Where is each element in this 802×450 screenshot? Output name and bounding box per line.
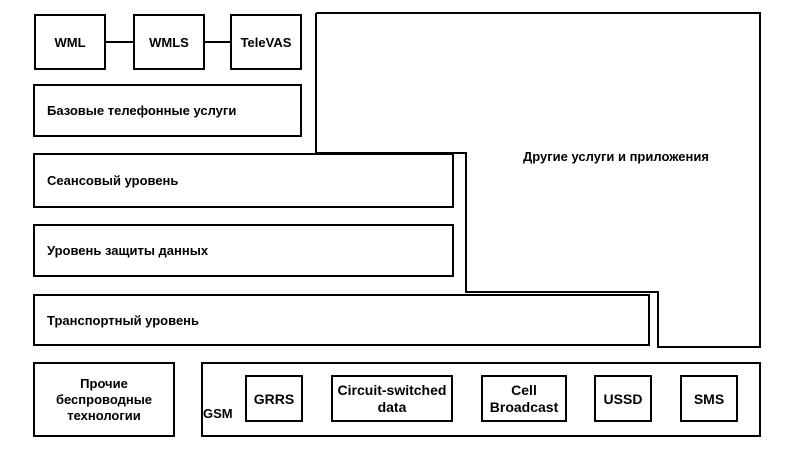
other-wireless-line2: беспроводные: [55, 391, 153, 407]
session-layer-label: Сеансовый уровень: [47, 173, 179, 188]
transport-layer-box: Транспортный уровень: [33, 294, 650, 346]
security-layer-label: Уровень защиты данных: [47, 243, 209, 258]
circuit-switched-line2: data: [377, 398, 407, 415]
cell-broadcast-line2: Broadcast: [489, 398, 559, 415]
circuit-switched-data-box: Circuit-switched data: [331, 375, 453, 422]
session-layer-box: Сеансовый уровень: [33, 153, 454, 208]
televas-label: TeleVAS: [240, 34, 292, 50]
wmls-box: WMLS: [133, 14, 205, 70]
sms-box: SMS: [680, 375, 738, 422]
transport-layer-label: Транспортный уровень: [47, 312, 200, 328]
wmls-label: WMLS: [149, 34, 189, 50]
ussd-box: USSD: [594, 375, 652, 422]
gsm-label: GSM: [203, 406, 233, 421]
other-wireless-box: Прочие беспроводные технологии: [33, 362, 175, 437]
cell-broadcast-line1: Cell: [511, 381, 537, 398]
sms-label: SMS: [693, 390, 725, 407]
ussd-label: USSD: [603, 390, 643, 407]
wml-label: WML: [54, 34, 86, 50]
basic-telephony-box: Базовые телефонные услуги: [33, 84, 302, 137]
circuit-switched-line1: Circuit-switched: [337, 381, 447, 398]
basic-telephony-label: Базовые телефонные услуги: [47, 103, 237, 118]
televas-box: TeleVAS: [230, 14, 302, 70]
other-services-label: Другие услуги и приложения: [523, 149, 709, 164]
other-wireless-line3: технологии: [67, 407, 141, 423]
grrs-label: GRRS: [253, 390, 295, 407]
cell-broadcast-box: Cell Broadcast: [481, 375, 567, 422]
grrs-box: GRRS: [245, 375, 303, 422]
wml-box: WML: [34, 14, 106, 70]
security-layer-box: Уровень защиты данных: [33, 224, 454, 277]
other-wireless-line1: Прочие: [80, 375, 128, 391]
